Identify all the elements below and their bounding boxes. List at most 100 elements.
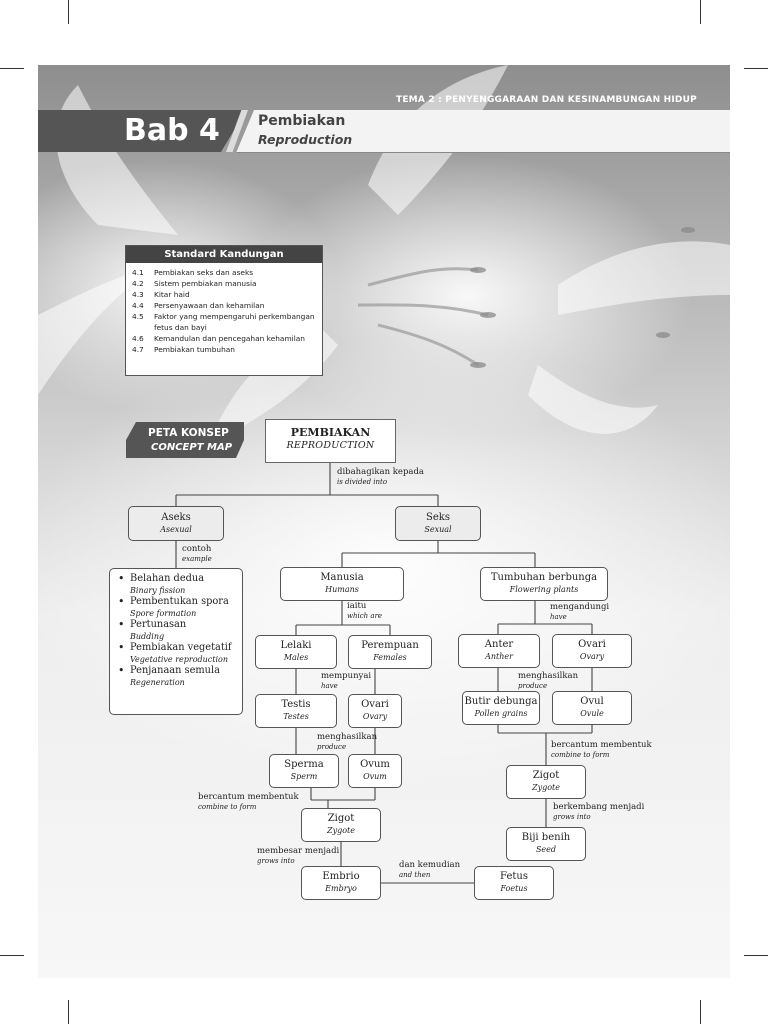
node-seks: Seks Sexual [395,506,481,541]
node-label-en: Anther [485,652,513,661]
standard-heading: Standard Kandungan [126,246,322,263]
node-sperma: Sperma Sperm [269,754,339,788]
node-label-ms: Testis [281,699,311,710]
standard-item-text: Pembiakan tumbuhan [154,345,235,354]
label-en: example [182,555,212,563]
label-ms: membesar menjadi [257,846,340,856]
crop-mark [700,1000,701,1024]
node-zigot-human: Zigot Zygote [301,808,381,842]
standard-item-num: 4.6 [132,334,144,343]
node-label-en: Males [283,653,309,662]
standard-item-num: 4.7 [132,345,144,354]
node-label-en: Ovary [579,652,605,661]
node-label-ms: Ovari [578,639,606,650]
standard-item-num: 4.1 [132,268,144,277]
node-testis: Testis Testes [255,694,337,728]
node-label-ms: Zigot [532,770,560,781]
label-ms: bercantum membentuk [198,792,299,802]
example-ms: Pembiakan vegetatif [130,642,232,653]
node-label-en: Zygote [532,783,560,792]
root-node: PEMBIAKAN REPRODUCTION [265,419,396,463]
node-label-en: Ovule [580,709,604,718]
node-biji-benih: Biji benih Seed [506,827,586,861]
concept-map-banner [126,422,244,458]
node-label-ms: Tumbuhan berbunga [490,572,598,583]
label-en: is divided into [337,478,388,486]
example-en: Vegetative reproduction [130,655,229,664]
node-ovari-plant: Ovari Ovary [552,634,632,668]
chapter-banner [38,110,246,152]
node-label-en: Embryo [325,884,357,893]
node-ovul: Ovul Ovule [552,691,632,725]
node-label-en: Foetus [500,884,528,893]
label-en: and then [399,871,431,879]
node-label-ms: Biji benih [521,832,571,843]
node-lelaki: Lelaki Males [255,635,337,669]
crop-mark [0,68,24,69]
node-fetus: Fetus Foetus [474,866,554,900]
node-label-en: Ovum [363,772,387,781]
example-ms: Penjanaan semula [130,665,220,676]
concept-map-connectors [175,463,593,884]
chapter-title-en: Reproduction [258,132,353,147]
standard-item: 4.1 Pembiakan seks dan aseks [132,267,317,278]
example-ms: Pembentukan spora [130,596,229,607]
node-label-en: Females [373,653,407,662]
node-ovari-human: Ovari Ovary [348,694,402,728]
book-page: TEMA 2 : PENYENGGARAAN DAN KESINAMBUNGAN… [38,65,730,978]
label-ms: bercantum membentuk [551,740,652,750]
example-en: Spore formation [130,609,197,618]
label-ms: mempunyai [321,671,372,681]
node-label-en: Sexual [424,525,452,534]
chapter-title-ms: Pembiakan [258,113,346,129]
label-ms: dan kemudian [399,860,461,870]
root-label-ms: PEMBIAKAN [290,426,371,439]
label-en: combine to form [198,803,257,811]
label-en: produce [518,682,548,690]
node-label-ms: Ovul [580,696,604,707]
standard-item-num: 4.5 [132,312,144,321]
standard-item-text: Persenyawaan dan kehamilan [154,301,265,310]
node-label-ms: Seks [426,512,450,523]
example-en: Binary fission [130,586,186,595]
node-label-en: Asexual [160,525,192,534]
node-label-en: Zygote [327,826,355,835]
node-label-ms: Ovari [361,699,389,710]
label-en: grows into [257,857,295,865]
node-label-en: Seed [535,845,557,854]
example-ms: Pertunasan [130,619,187,630]
standard-item-text: Pembiakan seks dan aseks [154,268,254,277]
label-en: grows into [553,813,591,821]
node-embrio: Embrio Embryo [301,866,381,900]
node-anter: Anter Anther [458,634,540,668]
node-ovum: Ovum Ovum [348,754,402,788]
chapter-title-box [236,110,730,153]
label-ms: menghasilkan [518,671,579,681]
crop-mark [744,955,768,956]
node-label-ms: Ovum [360,759,390,770]
node-label-en: Pollen grains [474,709,528,718]
chapter-number: Bab 4 [124,113,220,148]
node-label-en: Ovary [362,712,388,721]
node-perempuan: Perempuan Females [348,635,432,669]
standard-item-num: 4.3 [132,290,144,299]
node-zigot-plant: Zigot Zygote [506,765,586,799]
node-label-ms: Fetus [500,871,528,882]
example-en: Regeneration [130,678,185,687]
example-en: Budding [130,632,165,641]
example-ms: Belahan dedua [130,573,205,584]
node-butir-debunga: Butir debunga Pollen grains [462,691,540,725]
node-manusia: Manusia Humans [280,567,404,601]
